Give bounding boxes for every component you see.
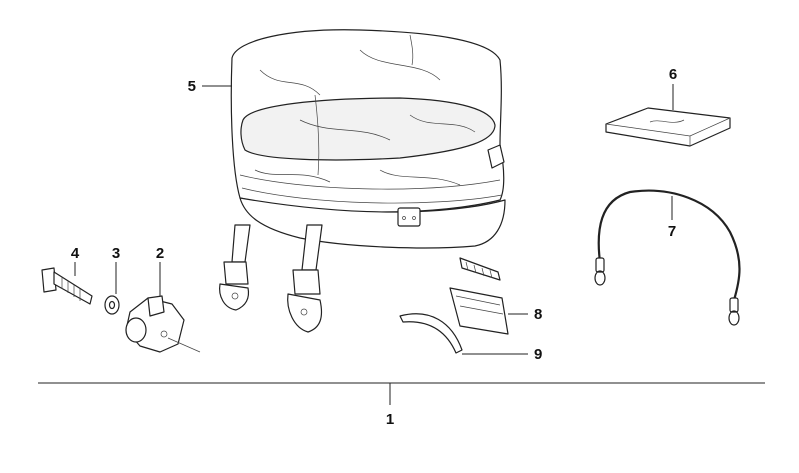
callout-label-5: 5 (188, 78, 196, 95)
callout-label-8: 8 (534, 306, 542, 323)
callout-label-3: 3 (112, 245, 120, 262)
callout-label-9: 9 (534, 346, 542, 363)
callout-9: 9 (462, 346, 542, 363)
callout-5: 5 (188, 78, 232, 95)
washer (104, 295, 120, 315)
callout-8: 8 (508, 306, 542, 323)
callout-6: 6 (669, 66, 677, 110)
callout-label-4: 4 (71, 245, 80, 262)
callout-label-7: 7 (668, 223, 676, 240)
assembly-baseline (38, 382, 765, 405)
callout-2: 2 (156, 245, 164, 296)
bolt (41, 267, 93, 305)
callout-7: 7 (668, 196, 676, 240)
callout-label-1: 1 (386, 411, 394, 428)
holder-block (125, 295, 201, 353)
manual-card (605, 107, 731, 147)
callout-label-6: 6 (669, 66, 677, 83)
callout-3: 3 (112, 245, 120, 294)
callout-label-2: 2 (156, 245, 164, 262)
curved-strip (399, 313, 463, 354)
callout-1: 1 (386, 411, 394, 428)
fastening-clip (449, 257, 509, 335)
tank-bag-rain-cover (219, 29, 506, 333)
callout-4: 4 (71, 245, 80, 276)
cable-lock (594, 189, 741, 326)
